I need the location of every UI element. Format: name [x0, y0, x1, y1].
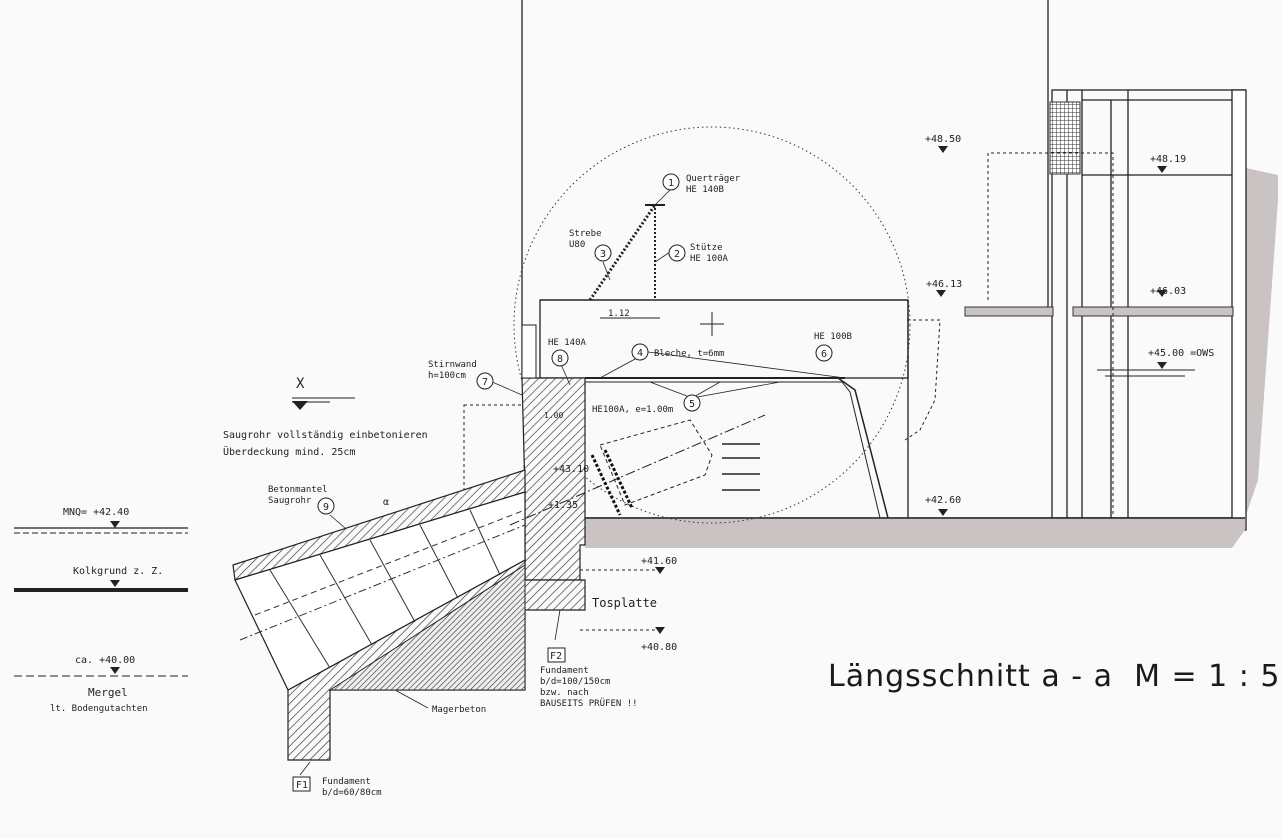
level-135: +1.35 [548, 500, 578, 511]
slab-right [1072, 306, 1234, 317]
drawing-title: Längsschnitt a - a M = 1 : 50 [828, 659, 1281, 694]
level-4500: +45.00 =OWS [1148, 348, 1214, 359]
f2-line4: BAUSEITS PRÜFEN !! [540, 698, 638, 709]
callout-5 [683, 394, 701, 412]
label-magerbeton: Magerbeton [432, 705, 486, 715]
callout-8-label: HE 140A [548, 338, 587, 348]
detail-circle [513, 126, 911, 524]
steel-structure [585, 204, 889, 519]
legend-mnq: MNQ= +42.40 [63, 507, 129, 518]
head-wall [521, 377, 586, 581]
callout-6-num: 6 [821, 349, 827, 360]
f1-line1: Fundament [322, 777, 371, 787]
callout-2-num: 2 [674, 249, 680, 260]
f1-line2: b/d=60/80cm [322, 788, 382, 798]
callout-4-label: Bleche, t=6mm [654, 349, 724, 359]
callout-1-sub: HE 140B [686, 185, 724, 195]
turbine-cone [599, 419, 713, 506]
callout-2-label: Stütze [690, 243, 723, 253]
level-4603: +46.03 [1150, 286, 1186, 297]
head-wall-top [521, 324, 537, 379]
callout-9-label: Betonmantel [268, 485, 328, 495]
dim-112: 1.12 [608, 309, 630, 319]
callout-9-sub: Saugrohr [268, 496, 312, 506]
turbine-flange [590, 449, 634, 516]
callout-3 [594, 244, 612, 262]
note-he100a: HE100A, e=1.00m [592, 405, 673, 415]
level-4160: +41.60 [641, 556, 677, 567]
callout-6-label: HE 100B [814, 332, 852, 342]
callout-1-num: 1 [668, 178, 674, 189]
f2-line3: bzw. nach [540, 688, 589, 698]
f2-line1: Fundament [540, 666, 589, 676]
callout-7 [476, 372, 494, 390]
callout-3-label: Strebe [569, 229, 602, 239]
draft-tube [234, 491, 526, 691]
callout-8-num: 8 [557, 354, 563, 365]
foundation-tags [292, 647, 566, 792]
callout-2 [668, 244, 686, 262]
note-saugrohr-1: Saugrohr vollständig einbetonieren [223, 430, 428, 441]
callout-circles [317, 173, 833, 515]
level-4080: +40.80 [641, 642, 677, 653]
callout-7-num: 7 [482, 377, 488, 388]
label-alpha: α [383, 497, 389, 508]
slab-left [964, 306, 1054, 317]
f1-tag: F1 [296, 780, 308, 791]
callout-5-num: 5 [689, 399, 695, 410]
callout-7-label: Stirnwand [428, 360, 477, 370]
callout-9 [317, 497, 335, 515]
right-wall-solid [1231, 89, 1247, 531]
callout-3-sub: U80 [569, 240, 585, 250]
callout-4-num: 4 [637, 348, 643, 359]
f2-tag: F2 [550, 651, 562, 662]
lean-concrete [328, 564, 526, 691]
callout-2-sub: HE 100A [690, 254, 729, 264]
legend-lines [14, 397, 355, 677]
legend-ca: ca. +40.00 [75, 655, 135, 666]
level-4310: +43.10 [553, 464, 589, 475]
level-4850: +48.50 [925, 134, 961, 145]
note-saugrohr-2: Überdeckung mind. 25cm [223, 445, 355, 458]
level-4819: +48.19 [1150, 154, 1186, 165]
label-tosplatte: Tosplatte [592, 596, 657, 610]
callout-9-num: 9 [323, 502, 329, 513]
callout-7-sub: h=100cm [428, 371, 466, 381]
x-mark: X [296, 376, 305, 392]
callout-6 [815, 344, 833, 362]
trash-rack [1049, 101, 1081, 175]
callout-8 [551, 349, 569, 367]
draft-tube-segments [239, 509, 526, 669]
dim-100: 1.00 [544, 411, 563, 420]
stair-lines [722, 443, 760, 491]
callout-4 [631, 343, 649, 361]
building-outline [521, 0, 1246, 519]
legend-mergel-sub: lt. Bodengutachten [50, 704, 148, 714]
legend-mergel: Mergel [88, 686, 128, 699]
callout-3-num: 3 [600, 249, 606, 260]
level-4260: +42.60 [925, 495, 961, 506]
callout-1 [662, 173, 680, 191]
water-level-lines [1097, 369, 1195, 377]
level-markers [110, 146, 1167, 674]
callout-1-label: Querträger [686, 174, 741, 184]
ground-strip [585, 518, 1245, 548]
f2-line2: b/d=100/150cm [540, 677, 610, 687]
legend-kolk: Kolkgrund z. Z. [73, 566, 163, 577]
level-4613: +46.13 [926, 279, 962, 290]
